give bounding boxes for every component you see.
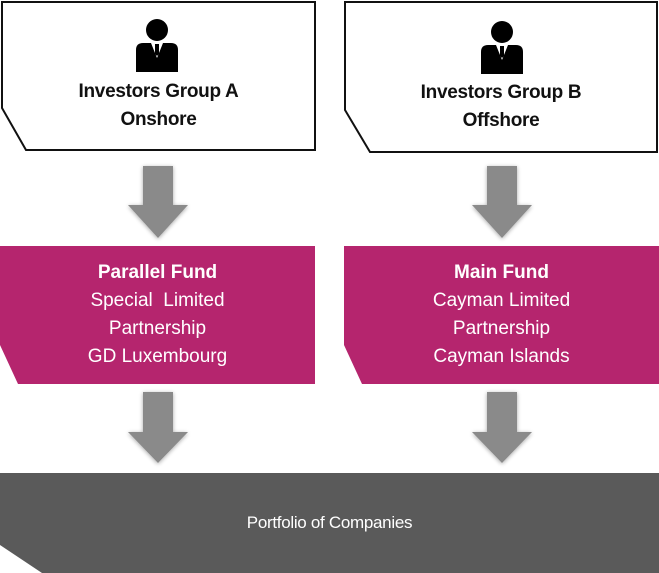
fund-line: Special Limited xyxy=(90,290,225,311)
fund-line: Partnership xyxy=(452,318,551,339)
arrow-down-icon xyxy=(472,392,532,463)
portfolio-label: Portfolio of Companies xyxy=(246,513,413,532)
fund-title: Main Fund xyxy=(454,262,549,283)
parallel-fund-label: Parallel Fund Special Limited Partnershi… xyxy=(0,259,315,371)
fund-line: Cayman Islands xyxy=(433,346,570,367)
investor-box-b xyxy=(344,1,658,153)
investor-b-location: Offshore xyxy=(462,110,540,131)
arrow-down-icon xyxy=(128,392,188,463)
fund-title: Parallel Fund xyxy=(97,262,218,283)
investor-b-name: Investors Group B xyxy=(420,82,582,103)
fund-line: Partnership xyxy=(108,318,207,339)
fund-box-main xyxy=(344,246,659,384)
fund-line: Cayman Limited xyxy=(432,290,571,311)
fund-box-parallel xyxy=(0,246,315,384)
portfolio-box xyxy=(0,473,659,573)
businessman-icon xyxy=(136,19,178,72)
investor-box-a xyxy=(1,1,316,151)
investor-a-label: Investors Group A Onshore xyxy=(2,78,315,134)
investor-a-name: Investors Group A xyxy=(78,81,239,102)
investor-b-label: Investors Group B Offshore xyxy=(345,79,657,135)
businessman-icon xyxy=(481,21,523,74)
arrow-down-icon xyxy=(128,166,188,238)
fund-line: GD Luxembourg xyxy=(87,346,228,367)
investor-a-location: Onshore xyxy=(120,109,197,130)
arrow-down-icon xyxy=(472,166,532,238)
main-fund-label: Main Fund Cayman Limited Partnership Cay… xyxy=(344,259,659,371)
